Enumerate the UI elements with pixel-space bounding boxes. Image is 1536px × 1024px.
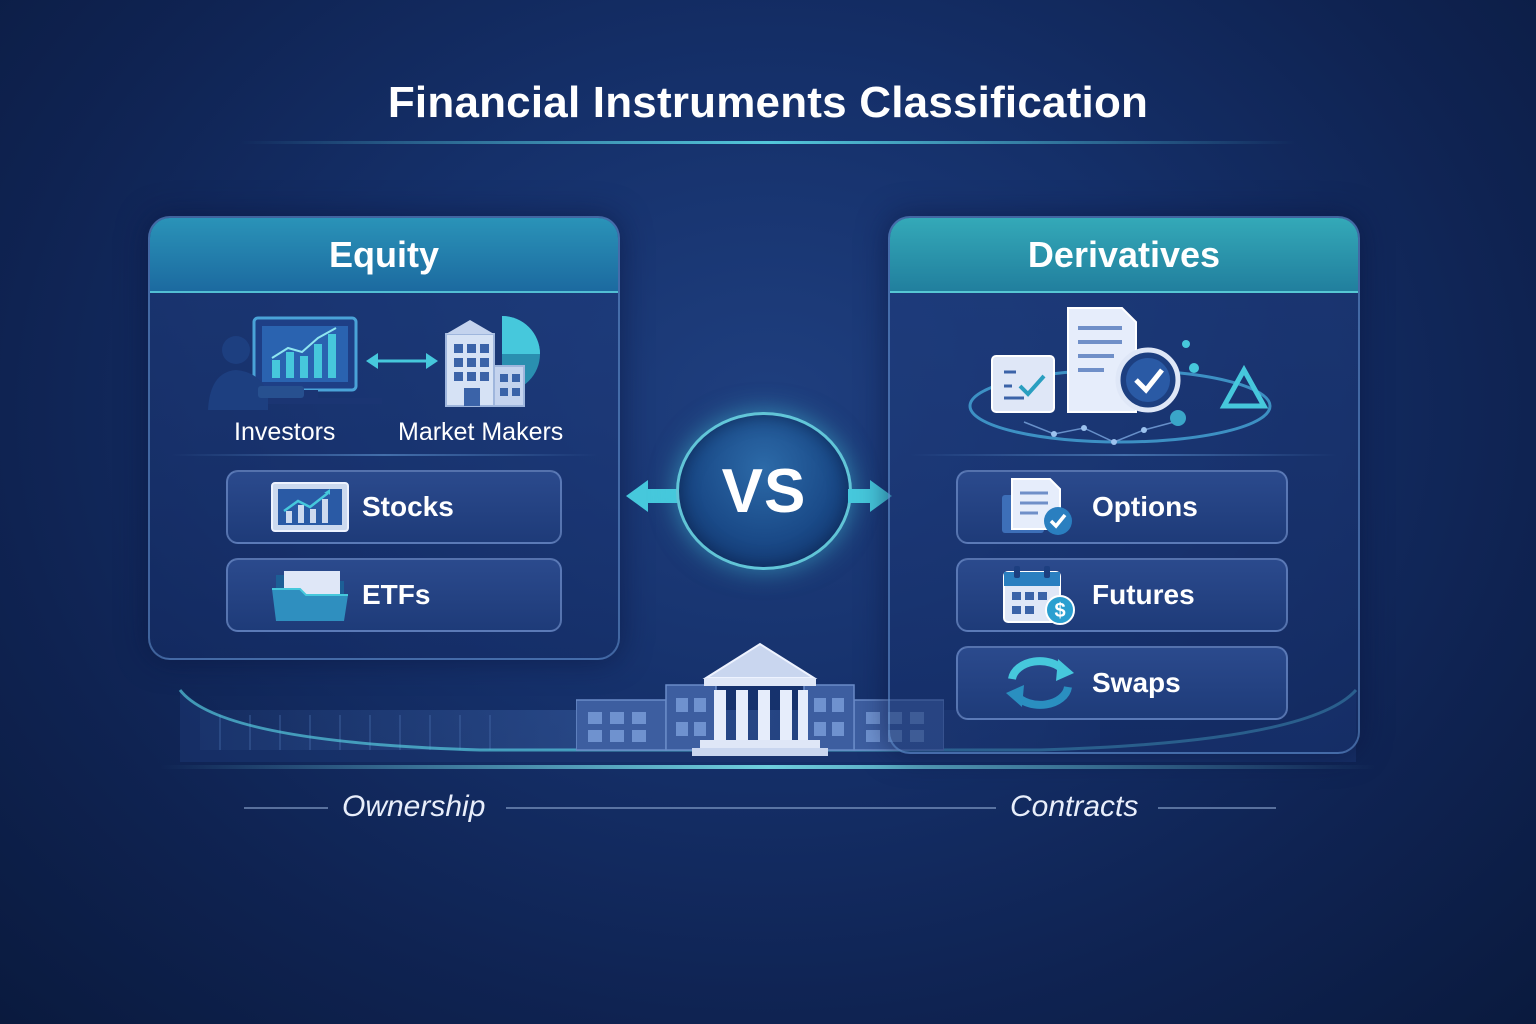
equity-panel: Equity Investors (148, 216, 620, 660)
investor-computer-icon (208, 316, 382, 410)
calendar-dollar-icon: $ (1003, 566, 1075, 625)
derivatives-panel: Derivatives (888, 216, 1360, 754)
svg-text:$: $ (1054, 600, 1065, 622)
arrow-left-icon (626, 480, 678, 512)
footer-label-contracts: Contracts (1010, 790, 1139, 823)
contracts-illustration-icon (968, 307, 1272, 445)
footer-line-left-outer (244, 807, 328, 809)
arrow-right-icon (848, 480, 892, 512)
etfs-label: ETFs (362, 579, 431, 610)
market-maker-building-icon (445, 316, 540, 407)
swap-arrows-icon (1006, 657, 1074, 709)
derivatives-item-options[interactable]: Options (956, 470, 1288, 544)
role-label-investors: Investors (234, 418, 336, 446)
folder-icon (272, 571, 348, 621)
derivatives-item-futures[interactable]: $ Futures (956, 558, 1288, 632)
footer-line-right-outer (1158, 807, 1276, 809)
footer-line-middle (506, 807, 996, 809)
bank-building-icon (576, 642, 944, 756)
futures-label: Futures (1092, 579, 1195, 610)
stocks-label: Stocks (362, 491, 454, 522)
swaps-label: Swaps (1092, 667, 1181, 698)
vs-badge: VS (676, 412, 852, 570)
derivatives-item-swaps[interactable]: Swaps (956, 646, 1288, 720)
equity-section-divider (170, 454, 598, 456)
equity-item-stocks[interactable]: Stocks (226, 470, 562, 544)
page-title: Financial Instruments Classification (387, 78, 1149, 127)
vs-label: VS (721, 456, 807, 526)
stock-chart-icon (271, 482, 349, 532)
derivatives-section-divider (910, 454, 1338, 456)
role-label-market-makers: Market Makers (398, 418, 564, 446)
options-label: Options (1092, 491, 1198, 522)
bidirectional-arrow-icon (366, 353, 438, 369)
footer-label-ownership: Ownership (342, 790, 486, 823)
derivatives-header: Derivatives (890, 218, 1358, 293)
document-check-icon (1002, 478, 1072, 535)
ground-line (160, 765, 1376, 769)
equity-header: Equity (150, 218, 618, 293)
title-divider (240, 141, 1296, 144)
equity-item-etfs[interactable]: ETFs (226, 558, 562, 632)
